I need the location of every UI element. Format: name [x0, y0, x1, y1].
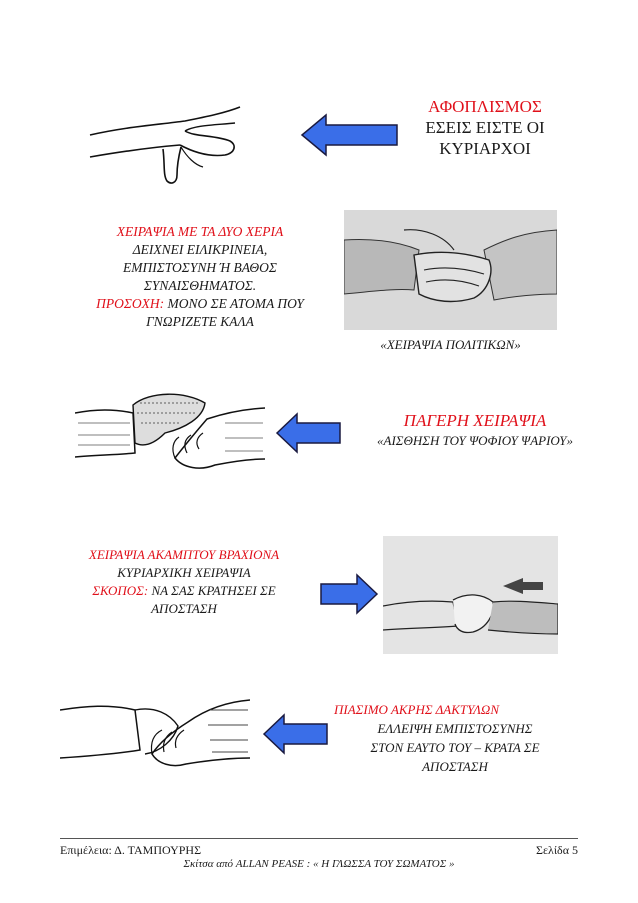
section-title: ΧΕΙΡΑΨΙΑ ΑΚΑΜΠΤΟΥ ΒΡΑΧΙΟΝΑ: [88, 547, 280, 562]
warning-line: ΓΝΩΡΙΖΕΤΕ ΚΑΛΑ: [146, 314, 254, 329]
arrow-right-icon: [319, 573, 379, 615]
warning-label: ΠΡΟΣΟΧΗ:: [96, 296, 165, 311]
section-line: ΔΕΙΧΝΕΙ ΕΙΛΙΚΡΙΝΕΙΑ,: [132, 242, 268, 257]
section-title: ΠΙΑΣΙΜΟ ΑΚΡΗΣ ΔΑΚΤΥΛΩΝ: [334, 702, 499, 717]
arrow-left-icon: [300, 113, 400, 157]
section-line: ΕΛΛΕΙΨΗ ΕΜΠΙΣΤΟΣΥΝΗΣ: [377, 721, 533, 736]
footer-page-number: Σελίδα 5: [535, 843, 578, 857]
footer-source: Σκίτσα από ALLAN PEASE : « Η ΓΛΩΣΣΑ ΤΟΥ …: [183, 858, 455, 870]
section-fingertip-text: ΠΙΑΣΙΜΟ ΑΚΡΗΣ ΔΑΚΤΥΛΩΝ ΕΛΛΕΙΨΗ ΕΜΠΙΣΤΟΣΥ…: [330, 700, 580, 776]
hand-palm-down-sketch: [85, 95, 245, 190]
section-line: ΚΥΡΙΑΡΧΟΙ: [439, 139, 531, 158]
dead-fish-handshake-sketch: [75, 383, 265, 475]
politicians-handshake-photo: [344, 210, 557, 330]
section-subtitle: «ΑΙΣΘΗΣΗ ΤΟΥ ΨΟΦΙΟΥ ΨΑΡΙΟΥ»: [377, 433, 573, 448]
stiff-arm-handshake-sketch: [383, 536, 558, 654]
section-title: ΑΦΟΠΛΙΣΜΟΣ: [428, 97, 542, 116]
section-stiff-arm-text: ΧΕΙΡΑΨΙΑ ΑΚΑΜΠΤΟΥ ΒΡΑΧΙΟΝΑ ΚΥΡΙΑΡΧΙΚΗ ΧΕ…: [55, 546, 313, 618]
section-line: ΕΜΠΙΣΤΟΣΥΝΗ Ή ΒΑΘΟΣ: [123, 260, 277, 275]
section-cold-handshake-text: ΠΑΓΕΡΗ ΧΕΙΡΑΨΙΑ «ΑΙΣΘΗΣΗ ΤΟΥ ΨΟΦΙΟΥ ΨΑΡΙ…: [340, 410, 610, 450]
section-title: ΧΕΙΡΑΨΙΑ ΜΕ ΤΑ ΔΥΟ ΧΕΡΙΑ: [116, 224, 284, 239]
purpose-line: ΑΠΟΣΤΑΣΗ: [151, 601, 217, 616]
section-line: ΚΥΡΙΑΡΧΙΚΗ ΧΕΙΡΑΨΙΑ: [117, 565, 251, 580]
section-line: ΕΣΕΙΣ ΕΙΣΤΕ ΟΙ: [425, 118, 545, 137]
section-line: ΣΤΟΝ ΕΑΥΤΟ ΤΟΥ – ΚΡΑΤΑ ΣΕ: [370, 740, 540, 755]
section-disarm-text: ΑΦΟΠΛΙΣΜΟΣ ΕΣΕΙΣ ΕΙΣΤΕ ΟΙ ΚΥΡΙΑΡΧΟΙ: [405, 96, 565, 159]
section-two-hands-text: ΧΕΙΡΑΨΙΑ ΜΕ ΤΑ ΔΥΟ ΧΕΡΙΑ ΔΕΙΧΝΕΙ ΕΙΛΙΚΡΙ…: [55, 223, 345, 331]
footer-editor: Επιμέλεια: Δ. ΤΑΜΠΟΥΡΗΣ: [60, 843, 202, 857]
section-line: ΑΠΟΣΤΑΣΗ: [422, 759, 488, 774]
purpose-label: ΣΚΟΠΟΣ:: [92, 583, 149, 598]
purpose-text: ΝΑ ΣΑΣ ΚΡΑΤΗΣΕΙ ΣΕ: [148, 583, 276, 598]
politicians-caption: «ΧΕΙΡΑΨΙΑ ΠΟΛΙΤΙΚΩΝ»: [380, 337, 521, 352]
warning-text: ΜΟΝΟ ΣΕ ΑΤΟΜΑ ΠΟΥ: [164, 296, 304, 311]
fingertip-grip-sketch: [60, 680, 250, 790]
arrow-left-icon: [262, 713, 330, 755]
footer-divider: [60, 838, 578, 839]
section-line: ΣΥΝΑΙΣΘΗΜΑΤΟΣ.: [143, 278, 257, 293]
section-title: ΠΑΓΕΡΗ ΧΕΙΡΑΨΙΑ: [403, 411, 547, 430]
arrow-left-icon: [275, 412, 343, 454]
